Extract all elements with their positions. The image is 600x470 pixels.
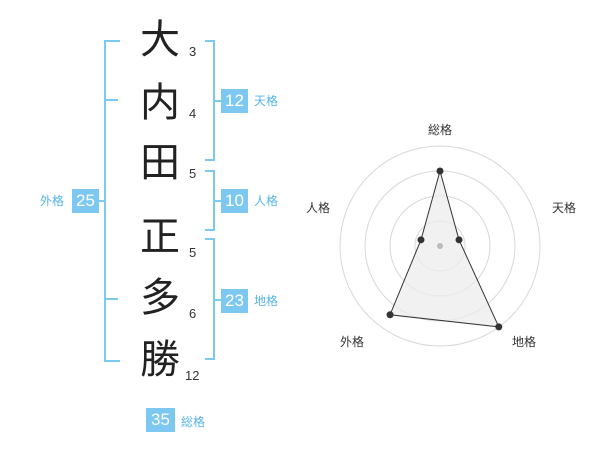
chikaku-bracket-tick [213, 299, 221, 301]
gaikaku-bracket [104, 40, 120, 362]
radar-label-chikaku: 地格 [512, 334, 536, 349]
gaikaku-label: 外格 [40, 194, 65, 208]
jinkaku-bracket-tick [213, 200, 221, 202]
radar-polygon [389, 169, 500, 328]
radar-point-soukaku [436, 167, 444, 175]
radar-label-jinkaku: 人格 [306, 200, 330, 215]
name-char-5: 多 [140, 275, 180, 321]
stroke-count-1: 3 [189, 44, 197, 59]
stroke-count-6: 12 [185, 368, 200, 383]
radar-chart: 総格 天格 地格 外格 人格 [306, 122, 576, 349]
radar-points [386, 167, 503, 331]
radar-point-jinkaku [417, 236, 425, 244]
gaikaku-tick-1 [104, 99, 118, 101]
name-char-6: 勝 [140, 337, 180, 383]
jinkaku-score: 10 [221, 189, 248, 213]
name-char-3: 田 [140, 140, 180, 186]
radar-point-gaikaku [386, 311, 394, 319]
radar-ring [339, 145, 541, 347]
radar-center-dot [437, 243, 443, 249]
gaikaku-bracket-tick [98, 200, 106, 202]
stroke-count-2: 4 [189, 106, 197, 121]
radar-point-tenkaku [455, 236, 463, 244]
jinkaku-label: 人格 [254, 194, 279, 208]
stroke-count-3: 5 [189, 166, 197, 181]
radar-point-chikaku [495, 323, 503, 331]
tenkaku-score: 12 [221, 89, 248, 113]
stroke-count-4: 5 [189, 245, 197, 260]
gaikaku-tick-2 [104, 298, 118, 300]
soukaku-label: 総格 [181, 415, 206, 429]
tenkaku-label: 天格 [254, 94, 279, 108]
radar-label-soukaku: 総格 [428, 122, 452, 137]
tenkaku-bracket-tick [213, 100, 221, 102]
radar-label-tenkaku: 天格 [552, 200, 576, 215]
name-char-2: 内 [140, 80, 180, 126]
gaikaku-score: 25 [72, 189, 99, 213]
stroke-count-5: 6 [189, 306, 197, 321]
radar-label-gaikaku: 外格 [340, 334, 364, 349]
name-char-4: 正 [140, 214, 180, 260]
chikaku-label: 地格 [254, 294, 279, 308]
name-char-1: 大 [140, 17, 180, 63]
soukaku-score: 35 [146, 408, 175, 432]
chikaku-score: 23 [221, 289, 248, 313]
